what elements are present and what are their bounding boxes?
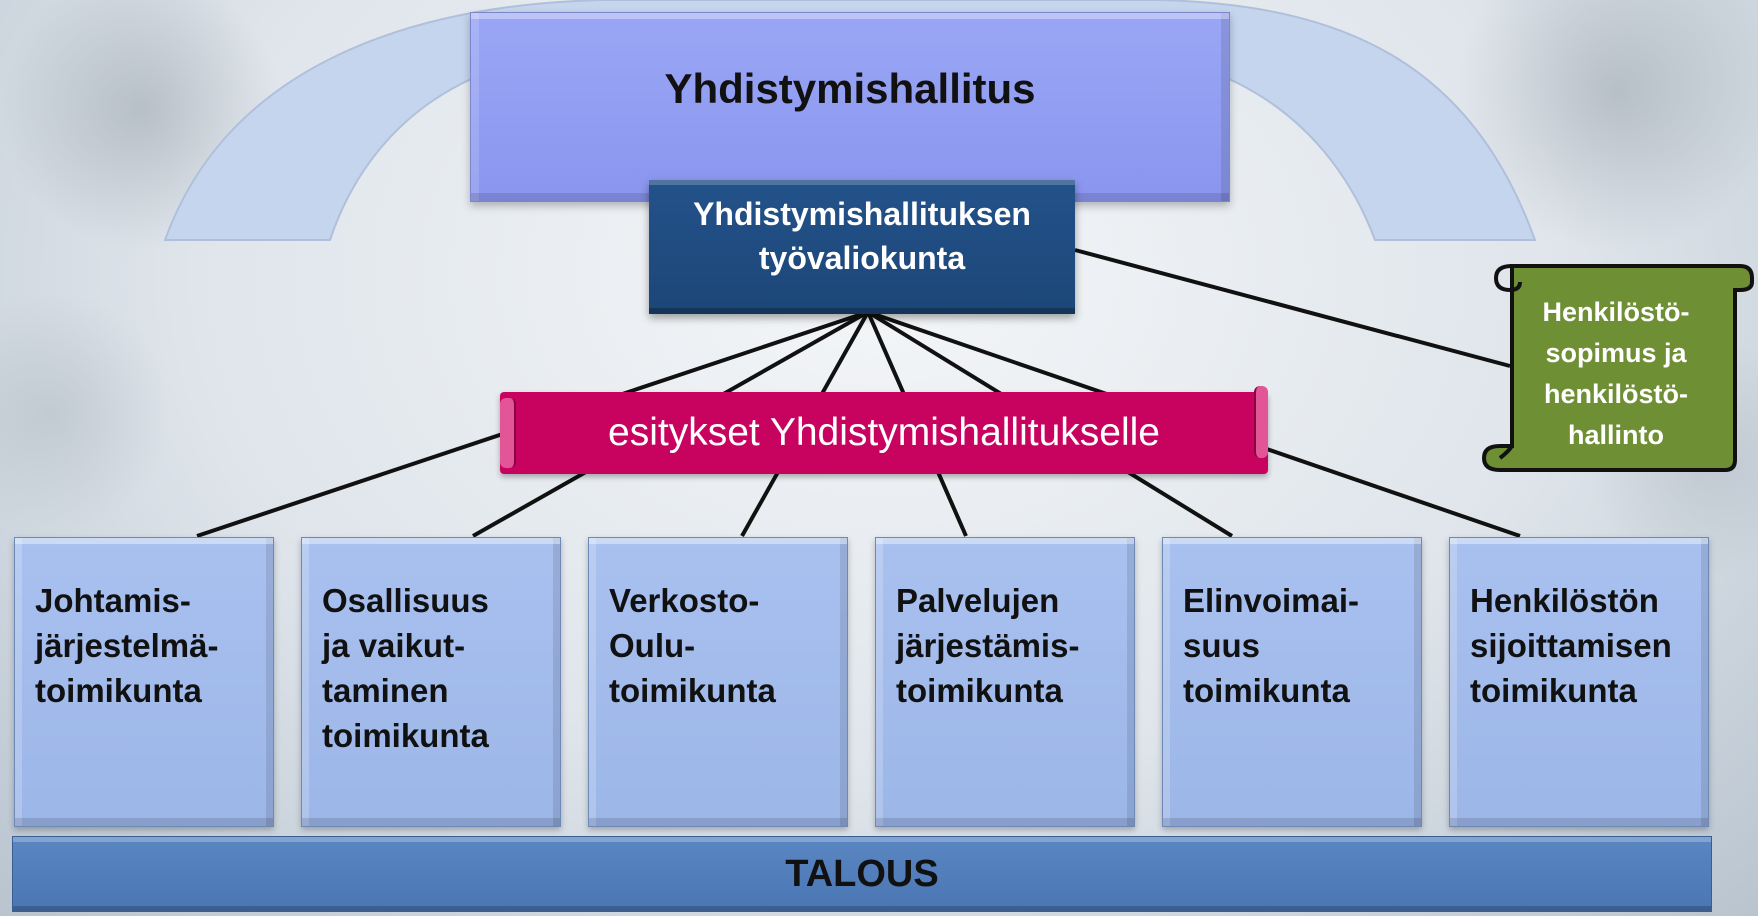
committee-box-network: Verkosto- Oulu- toimikunta bbox=[588, 537, 848, 827]
committee-line: järjestelmä- bbox=[35, 627, 219, 664]
committee-line: Palvelujen bbox=[896, 582, 1060, 619]
committee-line: Henkilöstön bbox=[1470, 582, 1659, 619]
committee-box-vitality: Elinvoimai- suus toimikunta bbox=[1162, 537, 1422, 827]
connector-line bbox=[1074, 248, 1511, 368]
committee-line: toimikunta bbox=[896, 672, 1063, 709]
committee-line: ja vaikut- bbox=[322, 627, 466, 664]
committee-line: Elinvoimai- bbox=[1183, 582, 1360, 619]
finance-bar: TALOUS bbox=[12, 836, 1712, 912]
committee-line: Johtamis- bbox=[35, 582, 191, 619]
committee-line: Oulu- bbox=[609, 627, 696, 664]
staff-agreement-text: Henkilöstö- sopimus ja henkilöstö- halli… bbox=[1502, 292, 1730, 456]
staff-line: sopimus ja bbox=[1545, 338, 1687, 368]
committee-line: järjestämis- bbox=[896, 627, 1080, 664]
committee-box-staff-placement: Henkilöstön sijoittamisen toimikunta bbox=[1449, 537, 1709, 827]
committee-line: Verkosto- bbox=[609, 582, 760, 619]
executive-committee-line2: työvaliokunta bbox=[758, 240, 966, 276]
executive-committee-box: Yhdistymishallituksen työvaliokunta bbox=[649, 180, 1075, 314]
committee-line: toimikunta bbox=[35, 672, 202, 709]
committee-box-participation: Osallisuus ja vaikut- taminen toimikunta bbox=[301, 537, 561, 827]
staff-scroll bbox=[1481, 264, 1754, 472]
committee-line: sijoittamisen bbox=[1470, 627, 1672, 664]
board-box: Yhdistymishallitus bbox=[470, 12, 1230, 202]
committee-line: taminen bbox=[322, 672, 449, 709]
board-title: Yhdistymishallitus bbox=[664, 65, 1036, 112]
staff-line: Henkilöstö- bbox=[1542, 297, 1690, 327]
committee-box-services: Palvelujen järjestämis- toimikunta bbox=[875, 537, 1135, 827]
finance-label: TALOUS bbox=[785, 852, 939, 895]
committee-line: toimikunta bbox=[609, 672, 776, 709]
committee-box-leadership: Johtamis- järjestelmä- toimikunta bbox=[14, 537, 274, 827]
committee-line: suus bbox=[1183, 627, 1261, 664]
staff-line: hallinto bbox=[1568, 420, 1664, 450]
proposals-banner: esitykset Yhdistymishallitukselle bbox=[500, 386, 1268, 474]
proposals-label: esitykset Yhdistymishallitukselle bbox=[608, 411, 1160, 454]
committee-line: toimikunta bbox=[1470, 672, 1637, 709]
committee-line: toimikunta bbox=[1183, 672, 1350, 709]
staff-line: henkilöstö- bbox=[1543, 379, 1688, 409]
committee-line: Osallisuus bbox=[322, 582, 489, 619]
committee-line: toimikunta bbox=[322, 717, 489, 754]
executive-committee-line1: Yhdistymishallituksen bbox=[693, 196, 1031, 232]
